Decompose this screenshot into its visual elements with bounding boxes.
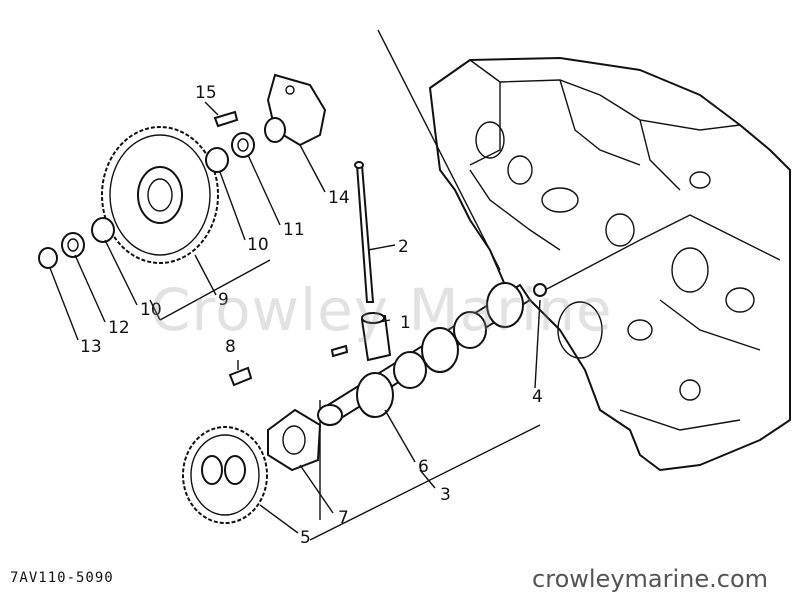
callout-5: 5 (300, 528, 311, 548)
callout-15: 15 (195, 83, 217, 103)
callout-2: 2 (398, 237, 409, 257)
tappet (360, 312, 392, 362)
callout-12: 12 (108, 318, 130, 338)
camshaft (317, 282, 547, 427)
callout-3: 3 (440, 485, 451, 505)
callout-8: 8 (225, 337, 236, 357)
callout-14: 14 (328, 188, 350, 208)
camshaft-gear (182, 426, 268, 524)
watermark-text: Crowley Marine (150, 276, 613, 344)
callout-10-lower: 10 (140, 300, 162, 320)
callout-13: 13 (80, 337, 102, 357)
callout-labels: 1 2 3 4 5 6 7 8 9 10 10 11 12 13 14 15 (80, 83, 543, 548)
thrust-plate (267, 408, 322, 472)
drawing-code: 7AV110-5090 (10, 570, 114, 586)
idler-gear-large (101, 126, 219, 264)
callout-10-upper: 10 (247, 235, 269, 255)
callout-7: 7 (338, 508, 349, 528)
callout-1: 1 (400, 313, 411, 333)
footer-brand: crowleymarine.com (532, 565, 768, 593)
callout-leaders (49, 101, 541, 534)
callout-11: 11 (283, 220, 305, 240)
bolt-8 (228, 366, 253, 387)
idler-shaft-bracket (264, 73, 327, 147)
leader-lines (149, 29, 641, 541)
engine-block (429, 57, 791, 471)
callout-4: 4 (532, 387, 543, 407)
callout-9: 9 (218, 290, 229, 310)
gear-bushings-washers (38, 132, 255, 269)
callout-6: 6 (418, 457, 429, 477)
push-rod (354, 161, 375, 303)
bolt-15 (213, 110, 239, 128)
camshaft-key (330, 344, 349, 358)
